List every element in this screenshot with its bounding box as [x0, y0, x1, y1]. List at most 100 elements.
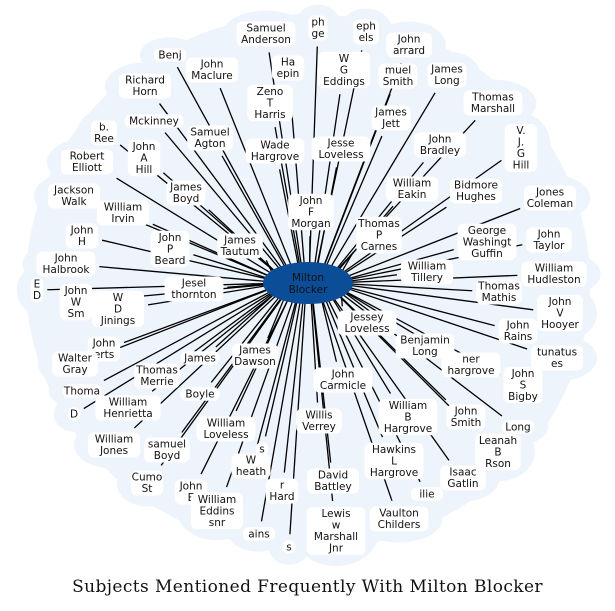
- node-label: Mckinney: [129, 115, 179, 127]
- edge: [347, 284, 534, 311]
- node-label-background: [371, 105, 411, 131]
- node-label-background: [504, 124, 538, 172]
- node-label-background: [124, 114, 184, 128]
- edge: [101, 288, 271, 356]
- edge: [311, 300, 334, 502]
- node-label-background: [385, 176, 439, 202]
- node-label-background: [446, 404, 486, 430]
- node-label-background: [164, 276, 224, 302]
- node-label-background: [498, 318, 538, 344]
- node-label-background: [166, 180, 206, 206]
- edge: [123, 287, 271, 344]
- node-label-background: [503, 366, 543, 404]
- node-label: D: [70, 408, 78, 420]
- node-label-background: [36, 251, 96, 277]
- node-label-background: [47, 183, 101, 209]
- node-label: Boyle: [185, 388, 214, 400]
- node-label-background: [52, 351, 98, 377]
- node-label-background: [190, 492, 244, 530]
- node: Benj: [153, 48, 187, 62]
- node-label-background: [87, 432, 141, 458]
- node-label-background: [91, 120, 117, 146]
- node-label-background: [62, 384, 102, 398]
- node-label-background: [180, 351, 220, 365]
- node-label-background: [521, 261, 587, 287]
- node-label-background: [144, 437, 190, 463]
- node-label-background: [30, 277, 44, 303]
- edge: [346, 287, 528, 350]
- node-label: s: [286, 541, 291, 553]
- node-label-background: [317, 51, 371, 89]
- edge: [347, 274, 398, 282]
- node-label-background: [400, 259, 454, 285]
- node-label-background: [386, 32, 432, 58]
- node-label-background: [91, 290, 145, 328]
- node-label: b.Ree: [94, 122, 114, 146]
- node-label-background: [236, 21, 296, 47]
- node: ilie: [410, 487, 444, 501]
- edge: [219, 87, 293, 267]
- node-label-background: [449, 178, 503, 204]
- edge: [99, 265, 269, 283]
- node: s: [282, 540, 296, 554]
- node-label-background: [378, 63, 418, 89]
- node-label-background: [65, 223, 99, 249]
- node-label-background: [427, 62, 467, 88]
- edge: [181, 296, 283, 433]
- node: James: [180, 351, 220, 365]
- node-label-background: [150, 230, 190, 268]
- edge: [256, 300, 297, 448]
